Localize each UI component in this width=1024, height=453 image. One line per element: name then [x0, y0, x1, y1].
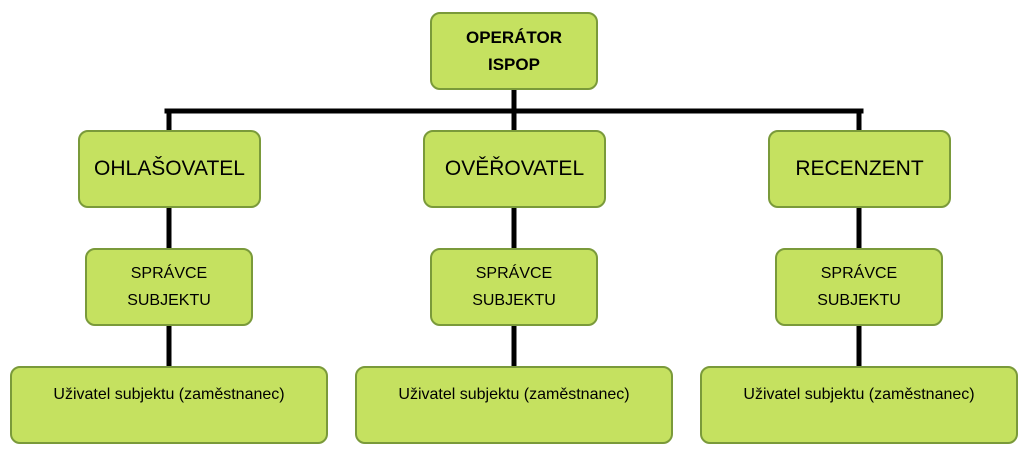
overovatel-label: OVĚŘOVATEL	[444, 157, 585, 180]
operator-ispop-box: OPERÁTOR ISPOP	[430, 12, 598, 90]
overovatel-box: OVĚŘOVATEL	[423, 130, 606, 208]
recenzent-box: RECENZENT	[768, 130, 951, 208]
spravce-subjektu-label-3: SPRÁVCE SUBJEKTU	[817, 265, 901, 309]
spravce-subjektu-box-3: SPRÁVCE SUBJEKTU	[775, 248, 943, 326]
operator-ispop-label: OPERÁTOR ISPOP	[465, 28, 563, 74]
spravce-subjektu-label-1: SPRÁVCE SUBJEKTU	[127, 265, 211, 309]
spravce-subjektu-box-2: SPRÁVCE SUBJEKTU	[430, 248, 598, 326]
uzivatel-subjektu-label-3: Uživatel subjektu (zaměstnanec)	[743, 386, 975, 403]
recenzent-label: RECENZENT	[795, 157, 924, 180]
uzivatel-subjektu-box-1: Uživatel subjektu (zaměstnanec)	[10, 366, 328, 444]
uzivatel-subjektu-label-1: Uživatel subjektu (zaměstnanec)	[53, 386, 285, 403]
uzivatel-subjektu-label-2: Uživatel subjektu (zaměstnanec)	[398, 386, 630, 403]
ohlasovatel-box: OHLAŠOVATEL	[78, 130, 261, 208]
ohlasovatel-label: OHLAŠOVATEL	[94, 157, 245, 180]
uzivatel-subjektu-box-3: Uživatel subjektu (zaměstnanec)	[700, 366, 1018, 444]
spravce-subjektu-label-2: SPRÁVCE SUBJEKTU	[472, 265, 556, 309]
spravce-subjektu-box-1: SPRÁVCE SUBJEKTU	[85, 248, 253, 326]
uzivatel-subjektu-box-2: Uživatel subjektu (zaměstnanec)	[355, 366, 673, 444]
